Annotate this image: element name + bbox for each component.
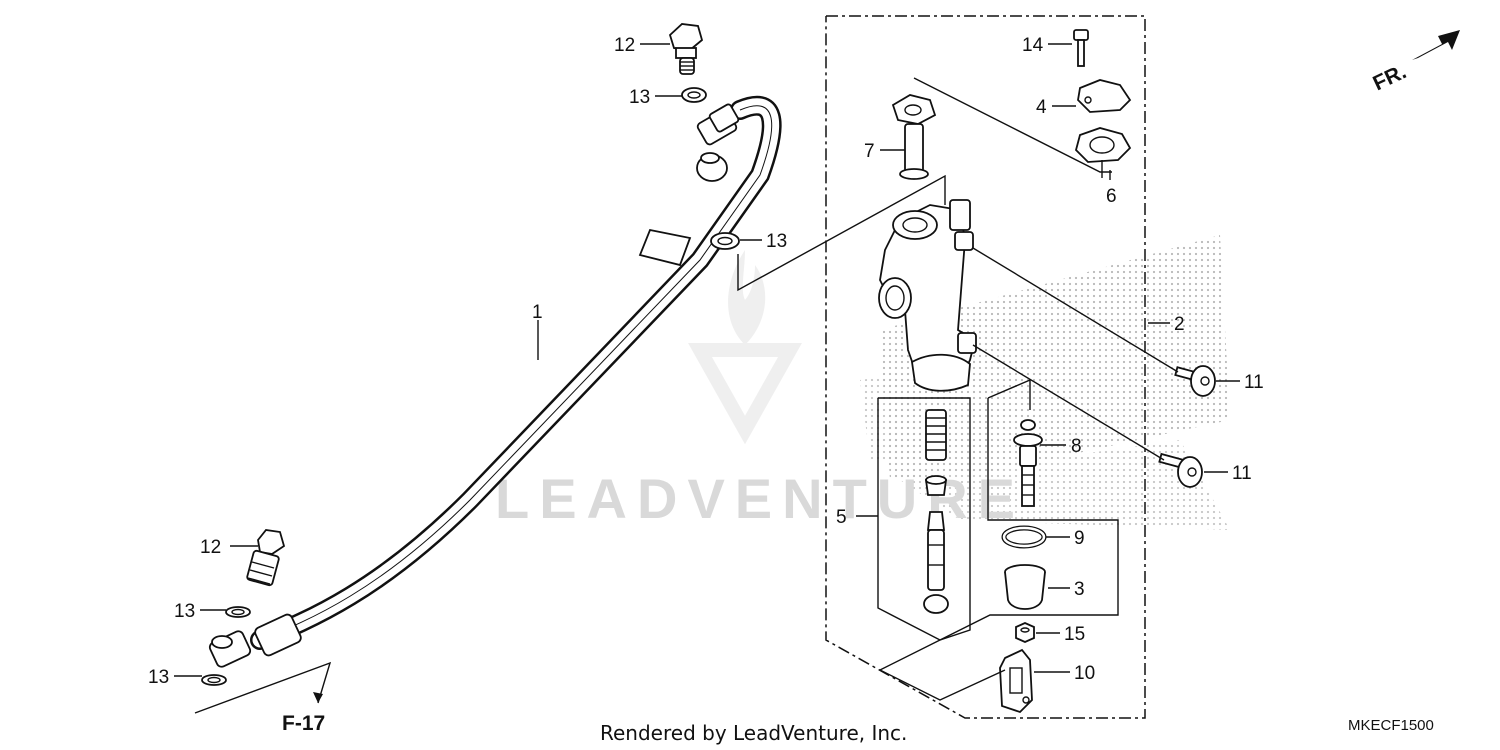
label-1: 1 [532,302,543,323]
label-6: 6 [1106,186,1117,207]
label-8: 8 [1071,436,1082,457]
watermark-dotted-shape [860,235,1230,530]
banjo-bolt-lower [246,529,286,587]
label-13-lower: 13 [174,601,195,622]
label-11-lower: 11 [1232,463,1252,484]
dust-boot [1004,564,1046,610]
label-12-lower: 12 [200,537,221,558]
sealing-washers [201,87,740,686]
master-cylinder-body [878,199,977,392]
reference-label: F-17 [282,712,325,735]
label-9: 9 [1074,528,1085,549]
reservoir-joint [891,94,937,180]
label-14: 14 [1022,35,1044,56]
front-direction-arrow-icon [1412,30,1460,60]
circlip [1001,525,1047,549]
label-10: 10 [1074,663,1095,684]
footer-credit: Rendered by LeadVenture, Inc. [600,721,907,745]
piston-set [923,409,949,614]
label-13-upper: 13 [629,87,650,108]
leader-lines [174,43,1240,714]
push-rod [1013,419,1043,507]
label-7: 7 [864,141,875,162]
reservoir-diaphragm [1074,127,1132,163]
label-2: 2 [1174,314,1185,335]
push-rod-joint [999,648,1033,714]
joint-nut [1015,622,1035,643]
label-11-upper: 11 [1244,372,1264,393]
label-13-middle: 13 [766,231,787,252]
cover-screw [1073,29,1089,67]
assembly-frame [825,15,1146,719]
watermark-logo-icon [688,250,802,445]
label-3: 3 [1074,579,1085,600]
reservoir-cover [1077,79,1132,113]
label-4: 4 [1036,97,1047,118]
watermark-text: LEADVENTURE [495,467,1025,530]
brake-hose [208,95,782,668]
label-13-bottom: 13 [148,667,169,688]
front-direction-label: FR. [1369,60,1409,95]
label-15: 15 [1064,624,1085,645]
label-5: 5 [836,507,847,528]
banjo-bolt-upper [668,23,704,75]
label-12-upper: 12 [614,35,635,56]
diagram-code: MKECF1500 [1348,717,1434,734]
flange-bolt-upper [1174,365,1216,397]
